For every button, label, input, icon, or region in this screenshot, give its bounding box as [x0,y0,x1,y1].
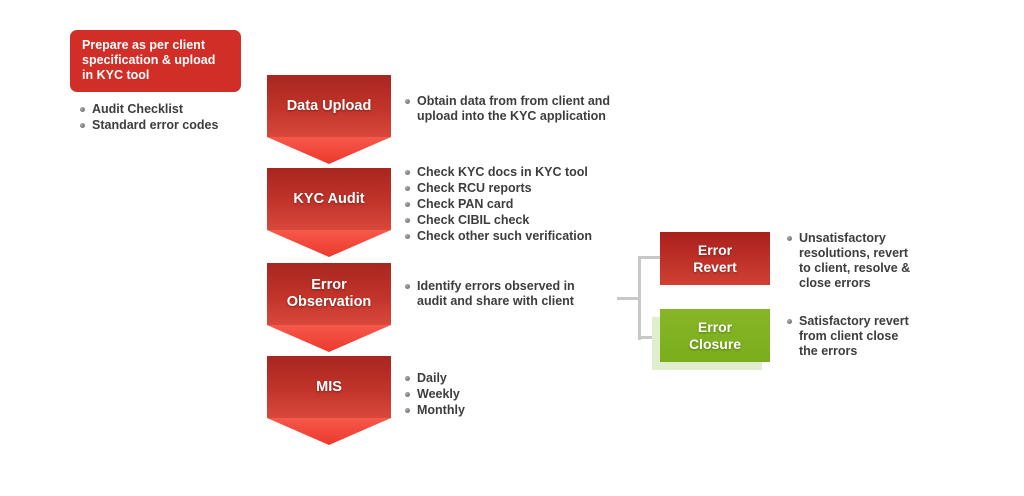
flow-step-mis: MIS [267,356,391,418]
flow-step-error-observation: Error Observation [267,263,391,325]
flow-step-data-upload: Data Upload [267,75,391,137]
flow-step-mis-label: MIS [316,378,342,395]
bullet-item: Check RCU reports [403,181,643,196]
flow-step-error-observation-label: Error Observation [286,277,372,310]
bullet-list-data-upload: Obtain data from from client and upload … [403,94,621,125]
intro-box-title: Prepare as per client specification & up… [82,38,216,82]
bullet-item: Check PAN card [403,197,643,212]
bullet-item: Daily [403,371,533,386]
bullet-item: Audit Checklist [78,102,248,117]
bullet-item: Unsatisfactory resolutions, revert to cl… [785,231,915,291]
bullet-item: Identify errors observed in audit and sh… [403,279,593,309]
bullet-item: Check CIBIL check [403,213,643,228]
bullet-item: Check KYC docs in KYC tool [403,165,643,180]
flow-arrow-down-3 [267,325,391,352]
intro-box: Prepare as per client specification & up… [70,30,241,92]
connector-line-left [617,297,641,300]
connector-line-to-revert [641,256,660,259]
branch-box-error-closure: Error Closure [660,309,770,362]
bullet-list-error-closure: Satisfactory revert from client close th… [785,314,915,360]
branch-box-error-revert: Error Revert [660,232,770,285]
connector-line-vertical [638,256,641,340]
flow-arrow-down-4 [267,418,391,445]
flow-step-kyc-audit-label: KYC Audit [293,190,365,207]
bullet-item: Obtain data from from client and upload … [403,94,621,124]
branch-box-error-closure-label: Error Closure [688,318,742,352]
flow-arrow-down-2 [267,230,391,257]
bullet-item: Monthly [403,403,533,418]
branch-box-error-revert-label: Error Revert [693,241,737,275]
bullet-list-error-observation: Identify errors observed in audit and sh… [403,279,593,310]
flow-arrow-down-1 [267,137,391,164]
bullet-list-error-revert: Unsatisfactory resolutions, revert to cl… [785,231,915,292]
flow-step-kyc-audit: KYC Audit [267,168,391,230]
bullet-item: Standard error codes [78,118,248,133]
bullet-item: Check other such verification [403,229,643,244]
bullet-item: Weekly [403,387,533,402]
flow-step-data-upload-label: Data Upload [286,97,372,114]
connector-line-to-closure [641,336,660,339]
bullet-item: Satisfactory revert from client close th… [785,314,915,359]
